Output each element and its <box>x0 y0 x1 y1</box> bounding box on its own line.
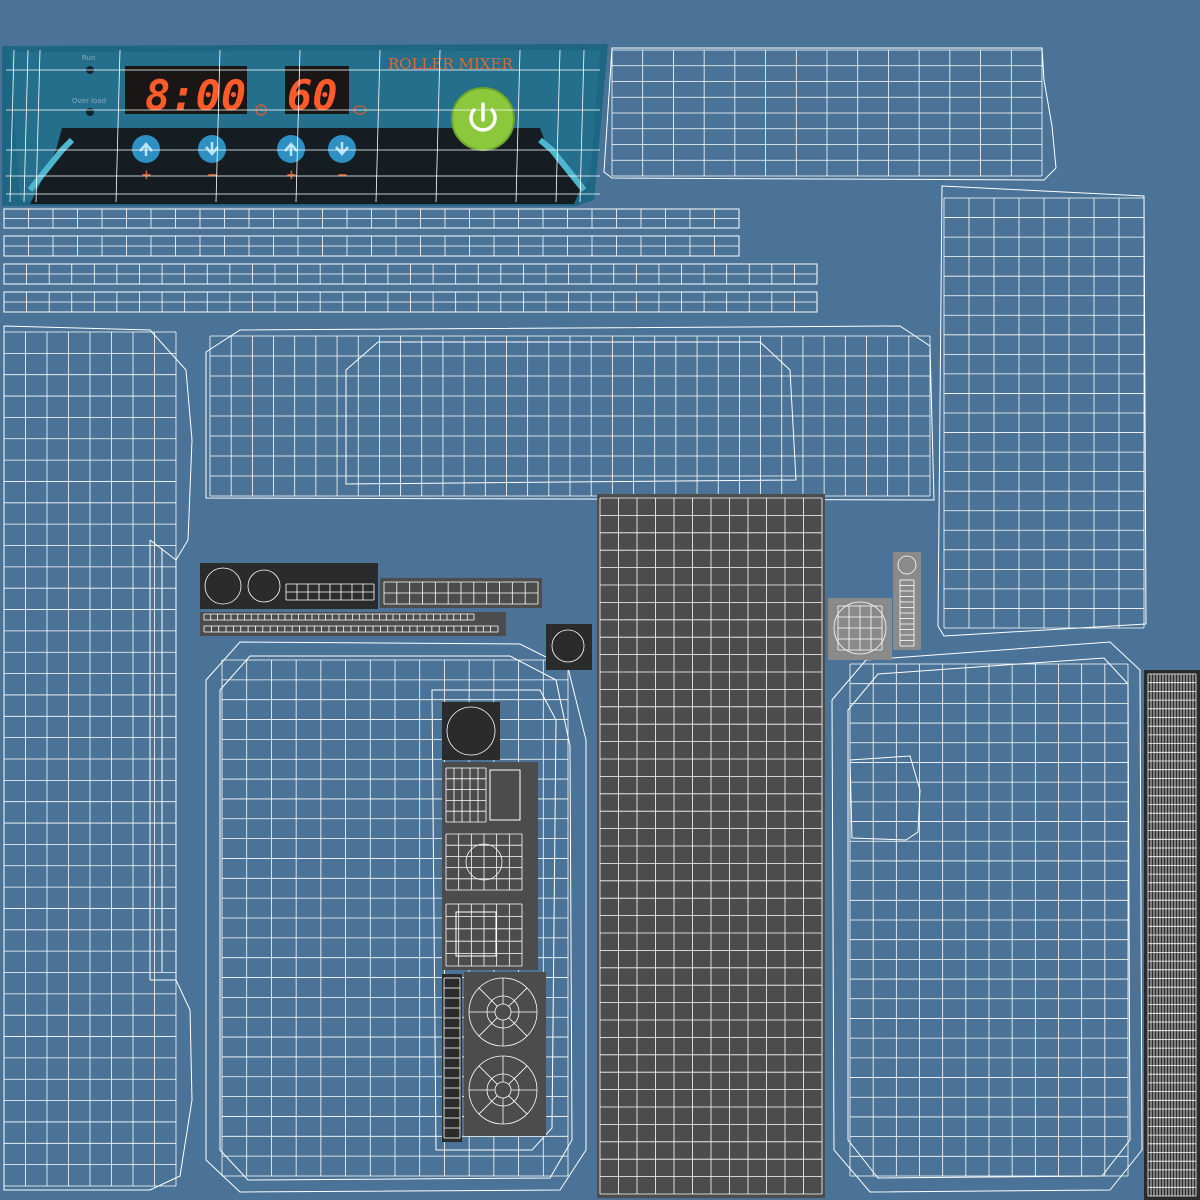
speed-display: 60 <box>287 71 338 120</box>
time-plus-sign: + <box>141 168 152 183</box>
time-display: 8:00 <box>145 71 246 120</box>
speed-plus-sign: + <box>286 168 297 183</box>
power-icon <box>469 102 497 132</box>
time-minus-sign: − <box>207 168 218 183</box>
far-right-dark-strip <box>1144 670 1200 1200</box>
front-right-shell <box>831 641 1143 1193</box>
strip-shells <box>3 208 818 313</box>
control-panel: Run Over load 8:00 60 ROLLER MIXER <box>2 44 608 206</box>
speed-down-button[interactable] <box>328 135 356 163</box>
speed-up-button[interactable] <box>277 135 305 163</box>
center-gray-strip <box>597 494 825 1198</box>
arrow-down-icon <box>205 142 219 156</box>
overload-led <box>86 108 94 116</box>
control-panel-wireframe <box>6 49 600 203</box>
time-display-background <box>125 66 247 114</box>
arrow-down-icon <box>335 142 349 156</box>
speed-minus-sign: − <box>337 168 348 183</box>
top-right-shell <box>603 47 1057 181</box>
time-up-button[interactable] <box>132 135 160 163</box>
small-parts-cluster <box>200 552 921 1142</box>
brand-label: ROLLER MIXER <box>388 55 513 73</box>
run-label: Run <box>82 54 95 62</box>
top-middle-shell <box>205 325 935 501</box>
power-button[interactable] <box>451 87 515 151</box>
left-side-shell <box>3 325 193 1191</box>
speed-display-background <box>285 66 349 114</box>
overload-label: Over load <box>72 97 106 105</box>
control-panel-black-plate <box>30 128 580 204</box>
time-down-button[interactable] <box>198 135 226 163</box>
right-upper-shell <box>937 185 1147 637</box>
